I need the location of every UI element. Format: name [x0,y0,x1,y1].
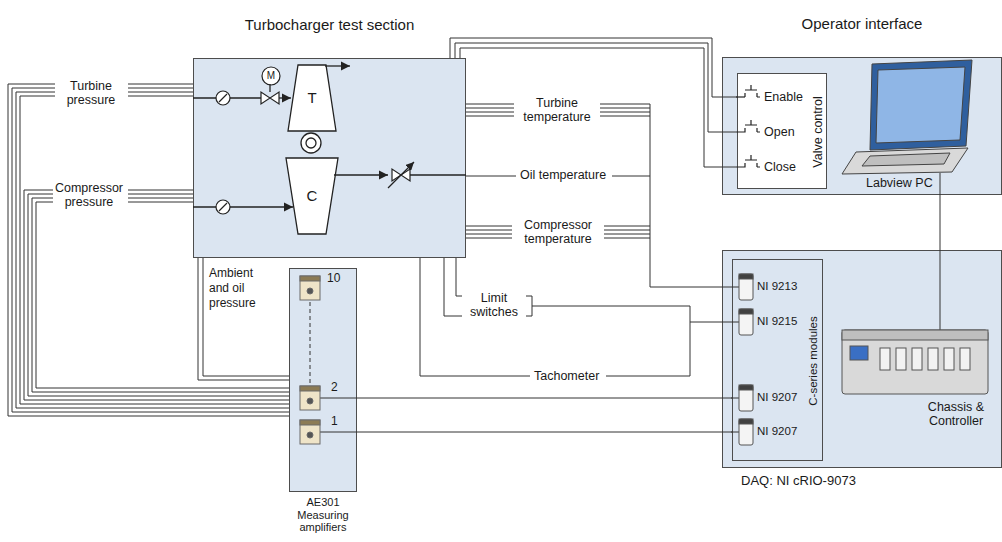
module-icon [739,419,753,424]
module-label: NI 9207 [757,425,797,437]
signal-wire [526,296,739,322]
turbine-symbol: T [288,65,336,131]
pressure-wire [128,190,193,202]
laptop-icon [842,148,968,174]
pushbutton-symbol [736,96,745,97]
temperature-wire [466,104,739,287]
amplifier-icon [300,386,320,410]
flow-line [279,97,291,98]
signal-label: Tachometer [534,369,599,383]
box-heading: Valve control [811,96,825,167]
signal-connector [357,432,732,433]
shaft-symbol [306,138,316,148]
chassis-icon [928,348,938,370]
box-heading: DAQ: NI cRIO-9073 [741,474,856,489]
laptop-icon [870,60,972,150]
signal-wire [420,258,690,376]
motor-symbol-outline [262,67,280,85]
signal-label: Oil temperature [520,168,606,182]
chassis-icon [912,348,922,370]
box-heading: C-series modules [807,316,820,405]
symbol-letter: C [307,187,318,204]
button-label: Open [764,125,795,139]
chassis-icon [842,330,988,340]
chassis-icon [842,330,988,394]
module-icon [739,274,753,300]
temperature-wire [604,226,650,238]
callout-number: 2 [331,380,338,394]
box-heading: Operator interface [802,15,923,32]
module-label: NI 9207 [757,391,797,403]
amplifier-icon [300,386,320,391]
box-heading: Turbocharger test section [245,16,415,33]
shaft-symbol [301,133,321,153]
signal-label: Turbine temperature [523,96,590,124]
pressure-wire [128,84,193,96]
callout-number: 1 [331,414,338,428]
button-label: Close [764,160,796,174]
amplifier-icon [307,432,313,438]
module-icon [739,385,753,390]
laptop-icon [862,153,950,166]
symbol-letter: T [307,89,316,106]
signal-label: Turbine pressure [67,79,116,107]
amplifier-icon [300,420,320,425]
amplifier-icon [300,276,320,300]
module-icon [739,385,753,411]
flow-line [325,65,350,66]
device-label: Chassis & Controller [928,400,984,428]
module-icon [739,309,753,314]
motor-symbol: M [262,67,280,85]
shaft-symbol [301,133,321,153]
compressor-symbol-outline [286,158,338,234]
signal-wire [940,173,941,330]
callout-number: 10 [327,271,340,285]
chassis-icon [850,346,868,360]
flow-line [410,174,466,175]
flow-line [269,84,270,92]
test-section-box: Turbocharger test sectionTCM [193,58,466,258]
signal-label: Ambient and oil pressure [209,266,256,310]
compressor-symbol: C [286,158,338,234]
device-label: Labview PC [866,176,933,190]
chassis-icon [944,348,954,370]
turbine-symbol-outline [288,65,336,131]
signal-connector [940,195,941,250]
laptop-icon [876,67,965,143]
amplifier-rack: AE301 Measuring amplifiers [289,268,357,492]
signal-wire [444,258,462,316]
amplifier-icon [307,398,313,404]
amplifier-icon [300,276,320,281]
box-heading: AE301 Measuring amplifiers [283,496,363,534]
module-label: NI 9213 [757,280,797,292]
temperature-wire [600,104,650,116]
chassis-icon [880,348,890,370]
amplifier-icon [307,288,313,294]
chassis-icon [896,348,906,370]
module-icon [739,309,753,335]
chassis-icon [960,348,970,370]
pressure-wire [198,258,289,380]
module-label: NI 9215 [757,315,797,327]
signal-label: Compressor temperature [524,218,592,246]
signal-connector [357,398,732,399]
flow-line [193,206,293,207]
module-icon [739,419,753,445]
signal-wire [460,48,736,167]
chassis-icon [842,330,988,394]
module-icon [739,274,753,279]
signal-label: Limit switches [470,291,518,319]
amplifier-icon [300,420,320,444]
temperature-wire [466,226,512,238]
temperature-wire [466,104,514,116]
signal-wire [455,43,736,132]
signal-connector [450,38,737,97]
flow-line [334,174,388,175]
button-label: Enable [764,90,803,104]
signal-label: Compressor pressure [55,181,123,209]
symbol-letter: M [267,70,275,82]
